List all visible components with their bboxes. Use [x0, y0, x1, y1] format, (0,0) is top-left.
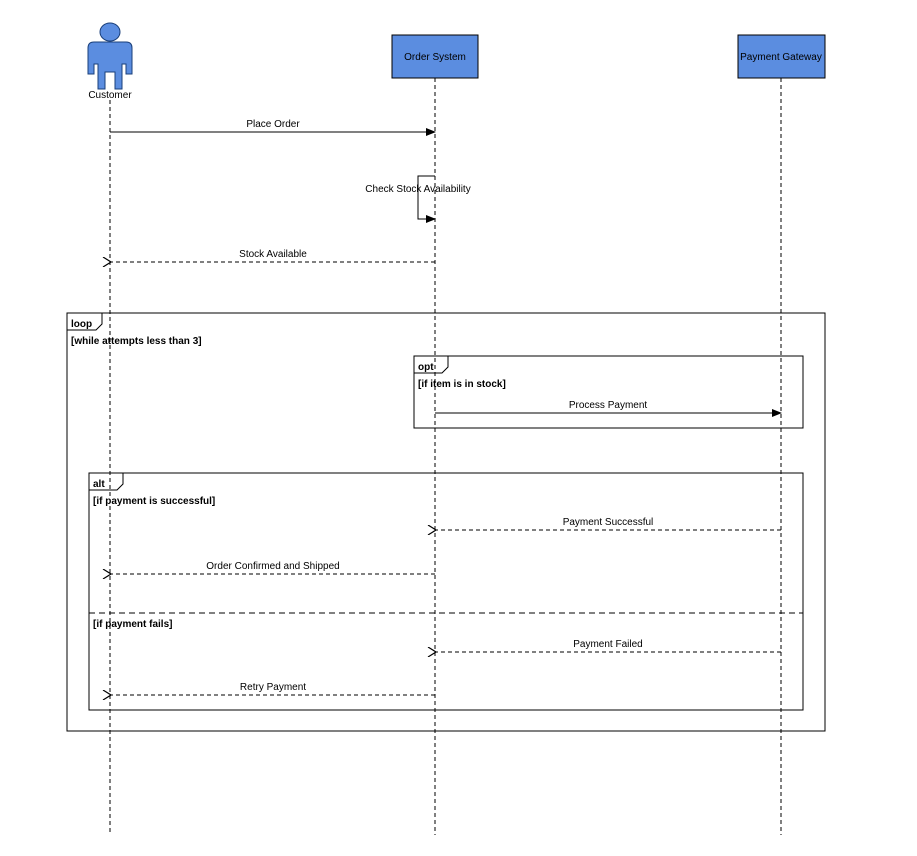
- message-label-stock-available: Stock Available: [239, 249, 307, 260]
- loop-frame-tag: loop: [71, 319, 92, 330]
- alt-frame-tag: alt: [93, 479, 105, 490]
- message-check-stock: [417, 175, 436, 223]
- message-label-process-payment: Process Payment: [569, 400, 648, 411]
- participant-order-system: Order System: [391, 34, 479, 79]
- message-label-payment-successful: Payment Successful: [563, 517, 654, 528]
- opt-frame-tag: opt: [418, 362, 434, 373]
- participant-label-order-system: Order System: [404, 52, 466, 63]
- opt-frame: opt [if item is in stock]: [413, 355, 804, 429]
- actor-icon: [87, 22, 133, 90]
- participant-customer: Customer: [87, 22, 133, 101]
- participant-label-payment-gateway: Payment Gateway: [740, 52, 822, 63]
- message-label-place-order: Place Order: [246, 119, 300, 130]
- opt-guard: [if item is in stock]: [418, 379, 506, 390]
- participant-label-customer: Customer: [88, 90, 132, 101]
- participant-payment-gateway: Payment Gateway: [737, 34, 826, 79]
- alt-frame: alt [if payment is successful] [if payme…: [88, 472, 804, 711]
- alt-guard-failure: [if payment fails]: [93, 619, 172, 630]
- loop-guard: [while attempts less than 3]: [71, 336, 202, 347]
- alt-guard-success: [if payment is successful]: [93, 496, 215, 507]
- message-label-retry-payment: Retry Payment: [240, 682, 306, 693]
- loop-frame: loop [while attempts less than 3]: [66, 312, 826, 732]
- message-label-check-stock: Check Stock Availability: [365, 184, 470, 195]
- message-label-payment-failed: Payment Failed: [573, 639, 642, 650]
- message-label-order-confirmed: Order Confirmed and Shipped: [206, 561, 339, 572]
- participant-box-payment-gateway: [737, 34, 826, 79]
- participant-box-order-system: [391, 34, 479, 79]
